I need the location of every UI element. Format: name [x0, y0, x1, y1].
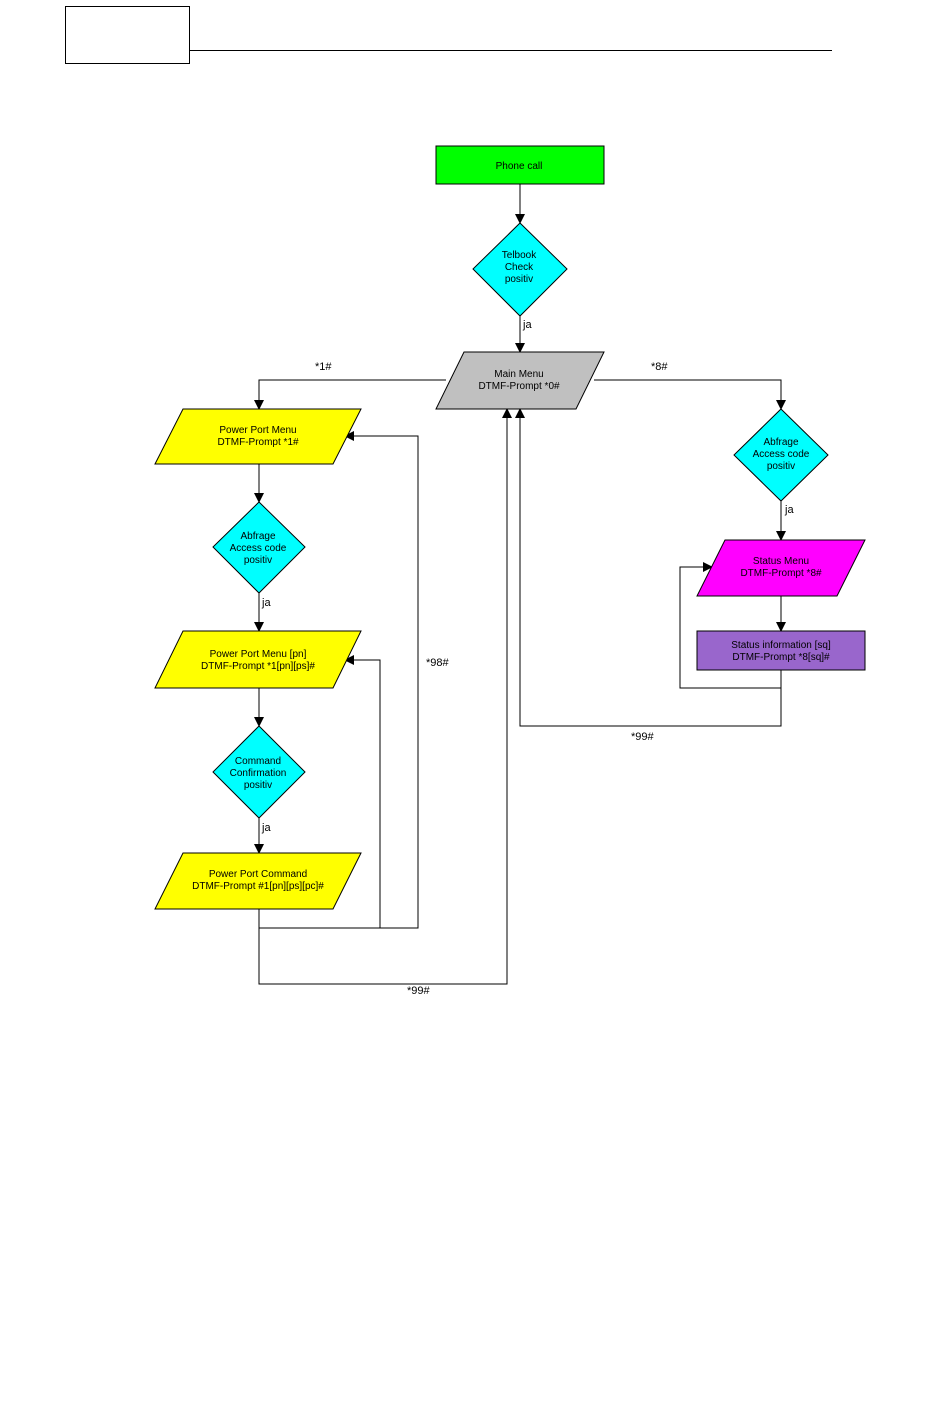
node-text-line: Main Menu — [494, 369, 543, 380]
edge-back-to-pn — [344, 655, 381, 928]
node-text-line: Phone call — [496, 161, 543, 172]
label-ja-command: ja — [261, 822, 271, 834]
abfrage-right-node — [733, 408, 829, 502]
label-back-98: *98# — [426, 657, 450, 669]
node-text-line: Command — [235, 756, 281, 767]
node-text-line: Power Port Menu [pn] — [210, 649, 307, 660]
power-port-menu-pn-text: Power Port Menu [pn]DTMF-Prompt *1[pn][p… — [201, 649, 315, 672]
node-text-line: DTMF-Prompt *8[sq]# — [732, 652, 830, 663]
status-information-node — [696, 630, 866, 671]
phone-call-text: Phone call — [496, 161, 543, 172]
edge-back-98-power-port — [258, 431, 419, 929]
node-text-line: Access code — [230, 543, 287, 554]
node-text-line: Confirmation — [230, 768, 287, 779]
node-text-line: DTMF-Prompt #1[pn][ps][pc]# — [192, 881, 324, 892]
node-text-line: Power Port Command — [209, 869, 307, 880]
node-text-line: DTMF-Prompt *1# — [217, 437, 299, 448]
header-rule — [190, 50, 832, 51]
label-to-status: *8# — [651, 361, 668, 373]
node-text-line: DTMF-Prompt *1[pn][ps]# — [201, 661, 315, 672]
status-menu-node — [696, 539, 866, 597]
edge-back-status — [679, 562, 782, 689]
telbook-check-node — [472, 222, 568, 317]
edge-back-99-left — [258, 408, 512, 985]
header-box — [65, 6, 190, 64]
edge-main-to-power-port — [254, 379, 446, 410]
label-to-power-port: *1# — [315, 361, 332, 373]
node-text-line: Access code — [753, 449, 810, 460]
node-text-line: positiv — [244, 555, 272, 566]
node-text-line: Abfrage — [763, 437, 798, 448]
label-back-99-right: *99# — [631, 731, 655, 743]
node-text-line: Check — [505, 262, 534, 273]
edge-main-to-status — [594, 379, 786, 410]
label-back-99-left: *99# — [407, 985, 431, 997]
edge-back-99-right — [515, 408, 782, 727]
node-text-line: Status Menu — [753, 556, 809, 567]
node-text-line: Power Port Menu — [219, 425, 296, 436]
status-information-text: Status information [sq]DTMF-Prompt *8[sq… — [731, 640, 831, 663]
power-port-command-node — [154, 852, 362, 910]
main-menu-node — [435, 351, 605, 410]
node-text-line: Status information [sq] — [731, 640, 831, 651]
label-ja-telbook: ja — [522, 319, 532, 331]
node-text-line: Abfrage — [240, 531, 275, 542]
label-ja-access-left: ja — [261, 597, 271, 609]
node-text-line: positiv — [244, 780, 272, 791]
power-port-menu-node — [154, 408, 362, 465]
node-text-line: Telbook — [502, 250, 537, 261]
command-confirmation-node — [212, 725, 306, 819]
label-ja-access-right: ja — [784, 504, 794, 516]
power-port-menu-pn-node — [154, 630, 362, 689]
abfrage-left-node — [212, 501, 306, 594]
phone-call-node — [435, 145, 605, 185]
node-text-line: DTMF-Prompt *0# — [478, 381, 560, 392]
node-text-line: positiv — [505, 274, 533, 285]
node-text-line: positiv — [767, 461, 795, 472]
node-text-line: DTMF-Prompt *8# — [740, 568, 822, 579]
